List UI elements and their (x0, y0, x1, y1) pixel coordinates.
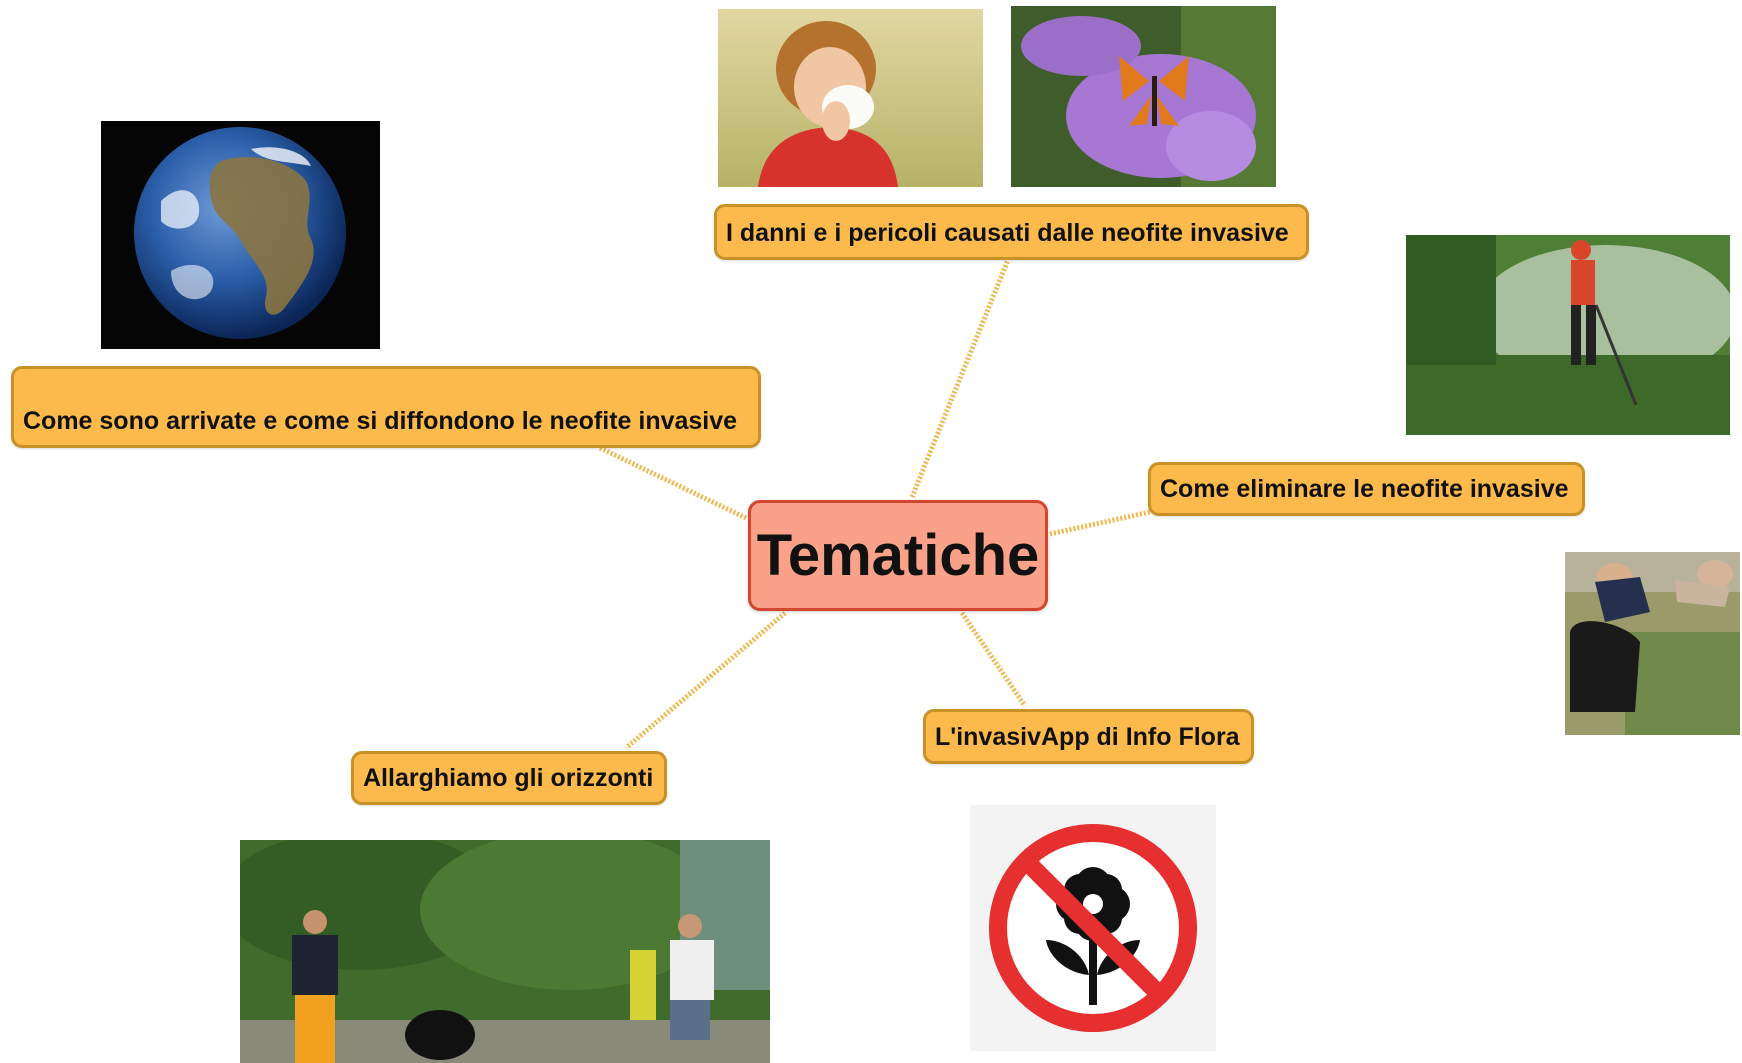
topic-eliminare[interactable]: Come eliminare le neofite invasive (1148, 462, 1585, 516)
connector-app (959, 611, 1028, 708)
volunteers-image (240, 840, 770, 1063)
topic-danni[interactable]: I danni e i pericoli causati dalle neofi… (714, 204, 1309, 260)
mowing-image (1406, 235, 1730, 435)
connector-orizzonti (624, 611, 787, 750)
topic-orizzonti[interactable]: Allarghiamo gli orizzonti (351, 751, 667, 805)
no-flower-sign (970, 805, 1216, 1051)
earth-image (101, 121, 380, 349)
connector-danni (909, 259, 1011, 498)
central-topic[interactable]: Tematiche (748, 500, 1048, 611)
weeding-image (1565, 552, 1740, 735)
connector-eliminare (1049, 509, 1151, 537)
child-image (718, 9, 983, 187)
butterfly-image (1011, 6, 1276, 187)
topic-app[interactable]: L'invasivApp di Info Flora (923, 709, 1254, 764)
topic-arrivo[interactable]: Come sono arrivate e come si diffondono … (11, 366, 761, 448)
connector-arrivo (598, 445, 748, 521)
